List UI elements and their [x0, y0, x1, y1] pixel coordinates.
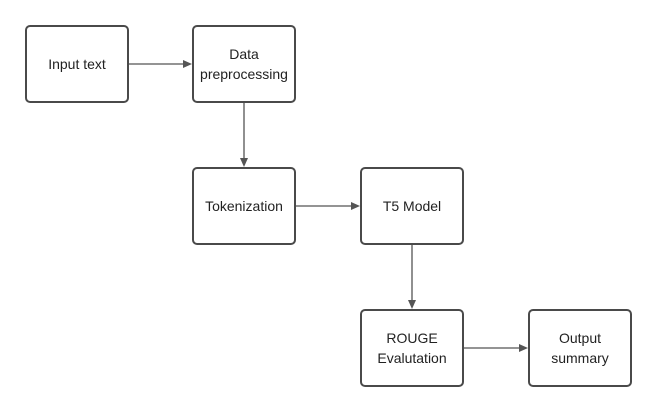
node-tokenization: Tokenization — [192, 167, 296, 245]
edge-rouge-to-output — [464, 344, 528, 352]
node-data-preprocessing: Data preprocessing — [192, 25, 296, 103]
node-output-summary-label: Output summary — [551, 330, 609, 366]
node-data-preprocessing-label: Data preprocessing — [200, 46, 288, 82]
node-t5-model-label: T5 Model — [382, 198, 442, 214]
node-rouge-evaluation: ROUGE Evalutation — [360, 309, 464, 387]
edge-input-to-preprocessing — [129, 60, 192, 68]
node-output-summary: Output summary — [528, 309, 632, 387]
node-t5-model: T5 Model — [360, 167, 464, 245]
edge-preprocessing-to-tokenization — [240, 103, 248, 167]
node-input-text: Input text — [25, 25, 129, 103]
edge-tokenization-to-t5 — [296, 202, 360, 210]
node-tokenization-label: Tokenization — [205, 198, 283, 214]
node-rouge-evaluation-label: ROUGE Evalutation — [377, 330, 447, 366]
node-input-text-label: Input text — [48, 56, 106, 72]
edge-t5-to-rouge — [408, 245, 416, 309]
